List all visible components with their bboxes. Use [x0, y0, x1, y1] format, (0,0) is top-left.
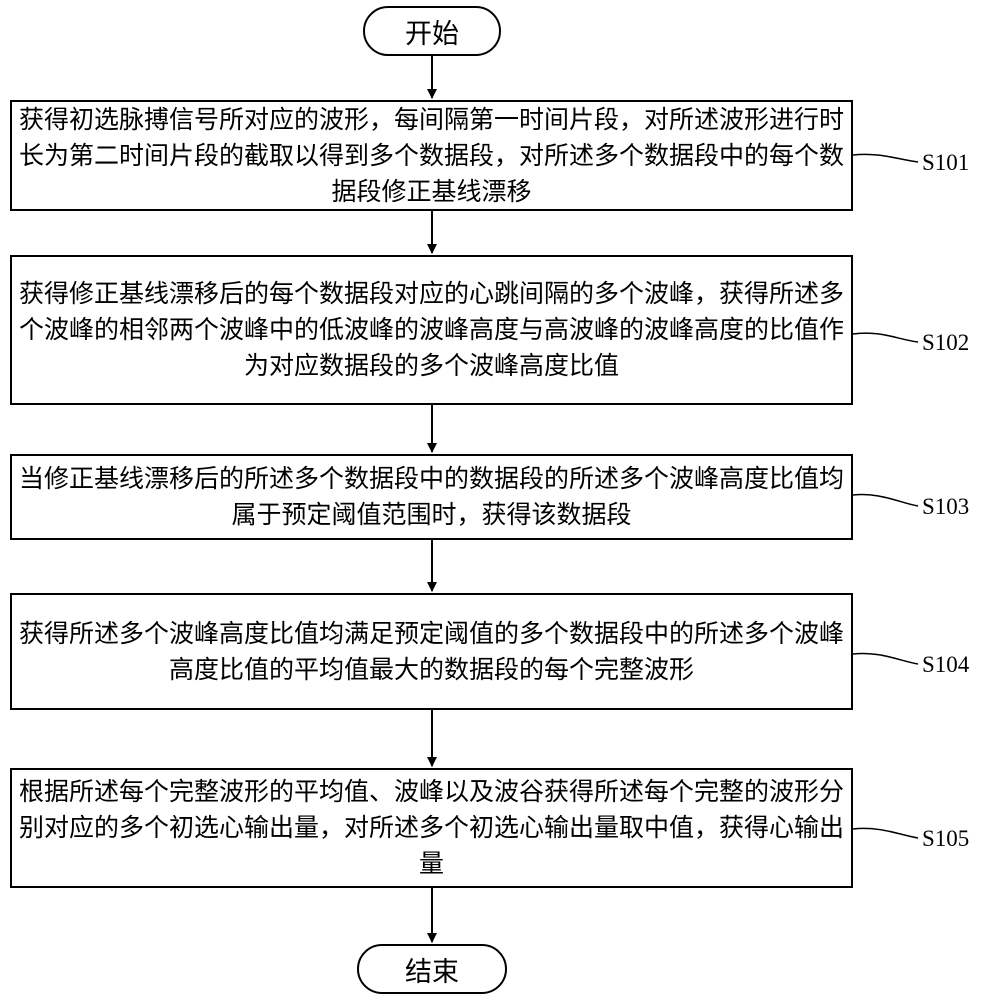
leader-s105: [852, 827, 919, 839]
step-id-s103: S103: [922, 494, 970, 519]
step-id-s102: S102: [922, 330, 970, 355]
leader-s101: [852, 153, 919, 163]
step-s105: 根据所述每个完整波形的平均值、波峰以及波谷获得所述每个完整的波形分别对应的多个初…: [10, 768, 853, 888]
step-s104: 获得所述多个波峰高度比值均满足预定阈值的多个数据段中的所述多个波峰高度比值的平均…: [10, 593, 853, 710]
leader-s103: [852, 493, 919, 507]
step-id-s104: S104: [922, 652, 970, 677]
start-node: 开始: [363, 6, 501, 56]
step-id-s105: S105: [922, 826, 970, 851]
leader-s102: [852, 332, 919, 343]
step-id-s101: S101: [922, 150, 970, 175]
step-s103: 当修正基线漂移后的所述多个数据段中的数据段的所述多个波峰高度比值均属于预定阈值范…: [10, 454, 853, 540]
end-node: 结束: [357, 944, 507, 994]
leader-s104: [852, 652, 919, 665]
step-s101: 获得初选脉搏信号所对应的波形，每间隔第一时间片段，对所述波形进行时长为第二时间片…: [10, 100, 853, 211]
step-s102: 获得修正基线漂移后的每个数据段对应的心跳间隔的多个波峰，获得所述多个波峰的相邻两…: [10, 255, 853, 405]
